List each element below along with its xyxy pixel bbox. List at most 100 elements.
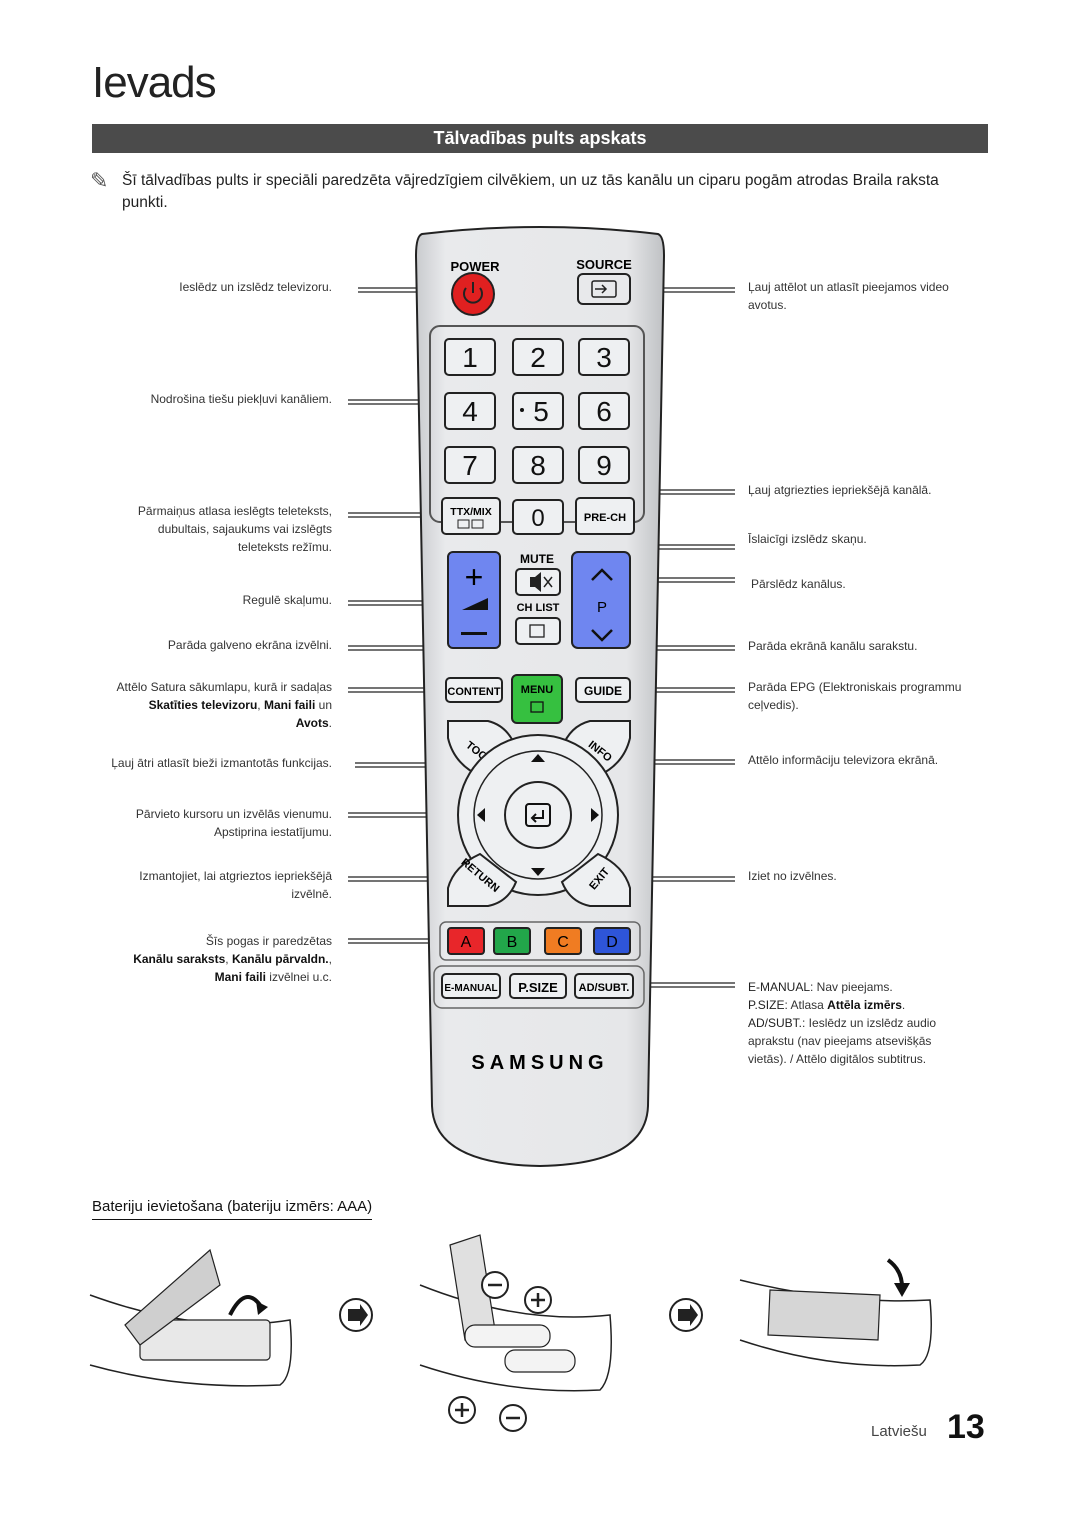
push-arrow-icon [886,1258,904,1288]
svg-text:B: B [507,934,518,951]
svg-text:8: 8 [530,450,546,481]
content-button[interactable]: CONTENT [445,677,503,703]
svg-text:PRE-CH: PRE-CH [584,512,626,524]
digit-3-button[interactable]: 3 [578,338,630,376]
svg-text:0: 0 [531,505,544,532]
label-chlist: Parāda ekrānā kanālu sarakstu. [748,639,918,653]
svg-text:9: 9 [596,450,612,481]
label-ttx-line2: dubultais, sajaukums vai izslēgts [157,522,332,536]
label-nav-line1: Pārvieto kursoru un izvēlās vienumu. [135,807,332,821]
return-button[interactable]: RETURN [447,852,518,907]
label-colors: Šīs pogas ir paredzētas Kanālu saraksts,… [82,932,332,986]
label-channel: Pārslēdz kanālus. [751,577,846,591]
label-guide-line1: Parāda EPG (Elektroniskais programmu [748,680,962,694]
pencil-note-icon: ✎ [90,168,109,193]
label-nav-line2: Apstiprina iestatījumu. [213,825,332,839]
channel-rocker[interactable]: P [571,551,631,649]
ad-subt-button[interactable]: AD/SUBT. [574,973,634,999]
left-arrow-icon [477,808,485,822]
label-ttx: Pārmaiņus atlasa ieslēgts teleteksts, du… [82,502,332,556]
battery-step-2 [419,1234,612,1432]
label-numbers: Nodrošina tiešu piekļuvi kanāliem. [150,392,332,406]
digit-8-button[interactable]: 8 [512,446,564,484]
svg-text:C: C [557,934,569,951]
svg-text:MENU: MENU [521,684,553,696]
right-arrow-icon [591,808,599,822]
color-a-button[interactable]: A [447,927,485,955]
label-nav: Pārvieto kursoru un izvēlās vienumu. Aps… [82,805,332,841]
label-bottom-buttons: E-MANUAL: Nav pieejams. P.SIZE: Atlasa A… [748,978,988,1068]
label-return-line2: izvēlnē. [291,887,332,901]
volume-down-icon [461,632,487,635]
svg-text:GUIDE: GUIDE [584,684,622,698]
label-colors-end: izvēlnei u.c. [265,970,332,984]
up-arrow-icon [531,754,545,762]
label-source: Ļauj attēlot un atlasīt pieejamos video … [748,278,980,314]
label-guide-line2: ceļvedis). [748,698,799,712]
label-guide: Parāda EPG (Elektroniskais programmu ceļ… [748,678,980,714]
ttx-mix-button[interactable]: TTX/MIX [441,497,501,535]
enter-button[interactable] [504,781,572,849]
svg-text:A: A [461,934,472,951]
digit-6-button[interactable]: 6 [578,392,630,430]
channel-up-icon [591,568,613,581]
label-content-and: un [315,698,332,712]
battery-icon [464,1324,551,1348]
digit-9-button[interactable]: 9 [578,446,630,484]
source-button[interactable] [577,273,631,305]
volume-rocker[interactable]: + [447,551,501,649]
down-arrow-icon [531,868,545,876]
pre-ch-button[interactable]: PRE-CH [575,497,635,535]
page-number: 13 [947,1408,985,1446]
label-tools: Ļauj ātri atlasīt bieži izmantotās funkc… [111,756,332,770]
label-emanual-text: : Nav pieejams. [810,980,893,994]
menu-button[interactable]: MENU [511,674,563,724]
color-b-button[interactable]: B [493,927,531,955]
color-d-button[interactable]: D [593,927,631,955]
chlist-button[interactable] [515,617,561,645]
svg-text:4: 4 [462,396,478,427]
power-button[interactable] [451,272,495,316]
svg-text:D: D [606,934,618,951]
label-adsubt-text: : Ieslēdz un izslēdz audio [802,1016,937,1030]
next-step-icon-1 [339,1298,373,1332]
label-power: Ieslēdz un izslēdz televizoru. [179,280,332,294]
svg-text:AD/SUBT.: AD/SUBT. [579,982,630,994]
label-mute: Īslaicīgi izslēdz skaņu. [748,532,867,546]
battery-heading: Bateriju ievietošana (bateriju izmērs: A… [92,1198,373,1220]
digit-0-button[interactable]: 0 [512,499,564,535]
digit-7-button[interactable]: 7 [444,446,496,484]
menu-icon [530,701,544,713]
e-manual-button[interactable]: E-MANUAL [441,973,501,999]
label-colors-channel-list: Kanālu saraksts [133,952,226,966]
guide-button[interactable]: GUIDE [575,677,631,703]
label-info: Attēlo informāciju televizora ekrānā. [748,753,939,767]
svg-text:P.SIZE: P.SIZE [518,980,558,995]
footer-language: Latviešu [871,1423,927,1440]
label-volume: Regulē skaļumu. [242,593,332,607]
mute-icon [530,572,541,592]
label-return-line1: Izmantojiet, lai atgrieztos iepriekšējā [139,869,332,883]
p-size-button[interactable]: P.SIZE [509,973,567,999]
digit-4-button[interactable]: 4 [444,392,496,430]
label-prech: Ļauj atgriezties iepriekšējā kanālā. [748,483,932,497]
exit-button[interactable]: EXIT [560,852,631,907]
label-source-line2: avotus. [748,298,787,312]
digit-1-button[interactable]: 1 [444,338,496,376]
label-ttx-line3: teleteksts režīmu. [237,540,332,554]
note-text: Šī tālvadības pults ir speciāli paredzēt… [122,172,939,211]
source-label: SOURCE [576,257,632,272]
mute-label: MUTE [520,552,554,566]
digit-5-button[interactable]: 5 [512,392,564,430]
volume-up-icon: + [465,559,484,595]
channel-down-icon [591,629,613,642]
teletext-icon [457,519,470,529]
digit-2-button[interactable]: 2 [512,338,564,376]
remote-control: POWER SOURCE 1 2 3 4 5 6 7 8 9 0 TTX/MIX… [414,226,666,1168]
next-step-icon-2 [669,1298,703,1332]
source-icon [591,280,617,298]
svg-text:1: 1 [462,342,478,373]
chlist-icon [529,624,545,638]
mute-button[interactable] [515,568,561,596]
color-c-button[interactable]: C [544,927,582,955]
